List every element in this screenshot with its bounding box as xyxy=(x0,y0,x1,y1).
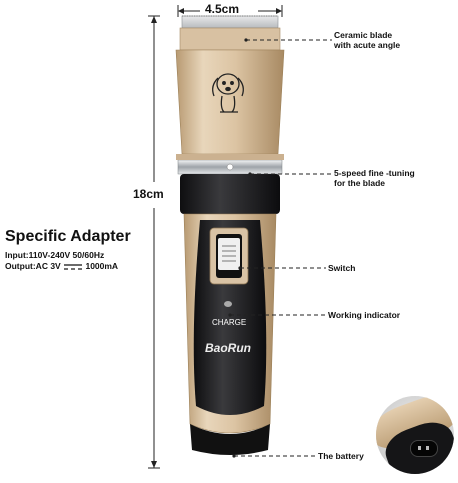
adapter-title: Specific Adapter xyxy=(5,228,131,245)
charging-port-icon xyxy=(410,440,438,457)
charge-label: CHARGE xyxy=(212,318,247,327)
callout-battery: The battery xyxy=(318,451,364,461)
working-indicator xyxy=(224,301,232,307)
fine-tune-dial-icon xyxy=(226,163,234,171)
brand-logo: BaoRun xyxy=(205,341,251,355)
callout-indicator: Working indicator xyxy=(328,310,401,320)
adapter-output: Output:AC 3V 1000mA xyxy=(5,261,118,271)
blade xyxy=(179,15,281,51)
pet-clipper xyxy=(175,15,285,455)
adapter-input: Input:110V-240V 50/60Hz xyxy=(5,250,105,260)
height-arrow xyxy=(148,15,160,469)
dog-logo-icon xyxy=(212,73,244,113)
battery-inset xyxy=(376,396,454,474)
adapter-output-current: 1000mA xyxy=(85,261,119,271)
callout-switch: Switch xyxy=(328,263,356,273)
height-label: 18cm xyxy=(133,187,164,201)
grip-ring xyxy=(180,174,280,214)
width-arrow xyxy=(177,5,283,17)
callout-fine-tuning: 5-speed fine -tuning for the blade xyxy=(334,168,415,188)
adapter-output-voltage: Output:AC 3V xyxy=(5,261,61,271)
width-label: 4.5cm xyxy=(205,2,240,16)
callout-blade: Ceramic blade with acute angle xyxy=(334,30,401,50)
dc-symbol-icon xyxy=(64,264,83,270)
clipper-base xyxy=(190,424,270,455)
